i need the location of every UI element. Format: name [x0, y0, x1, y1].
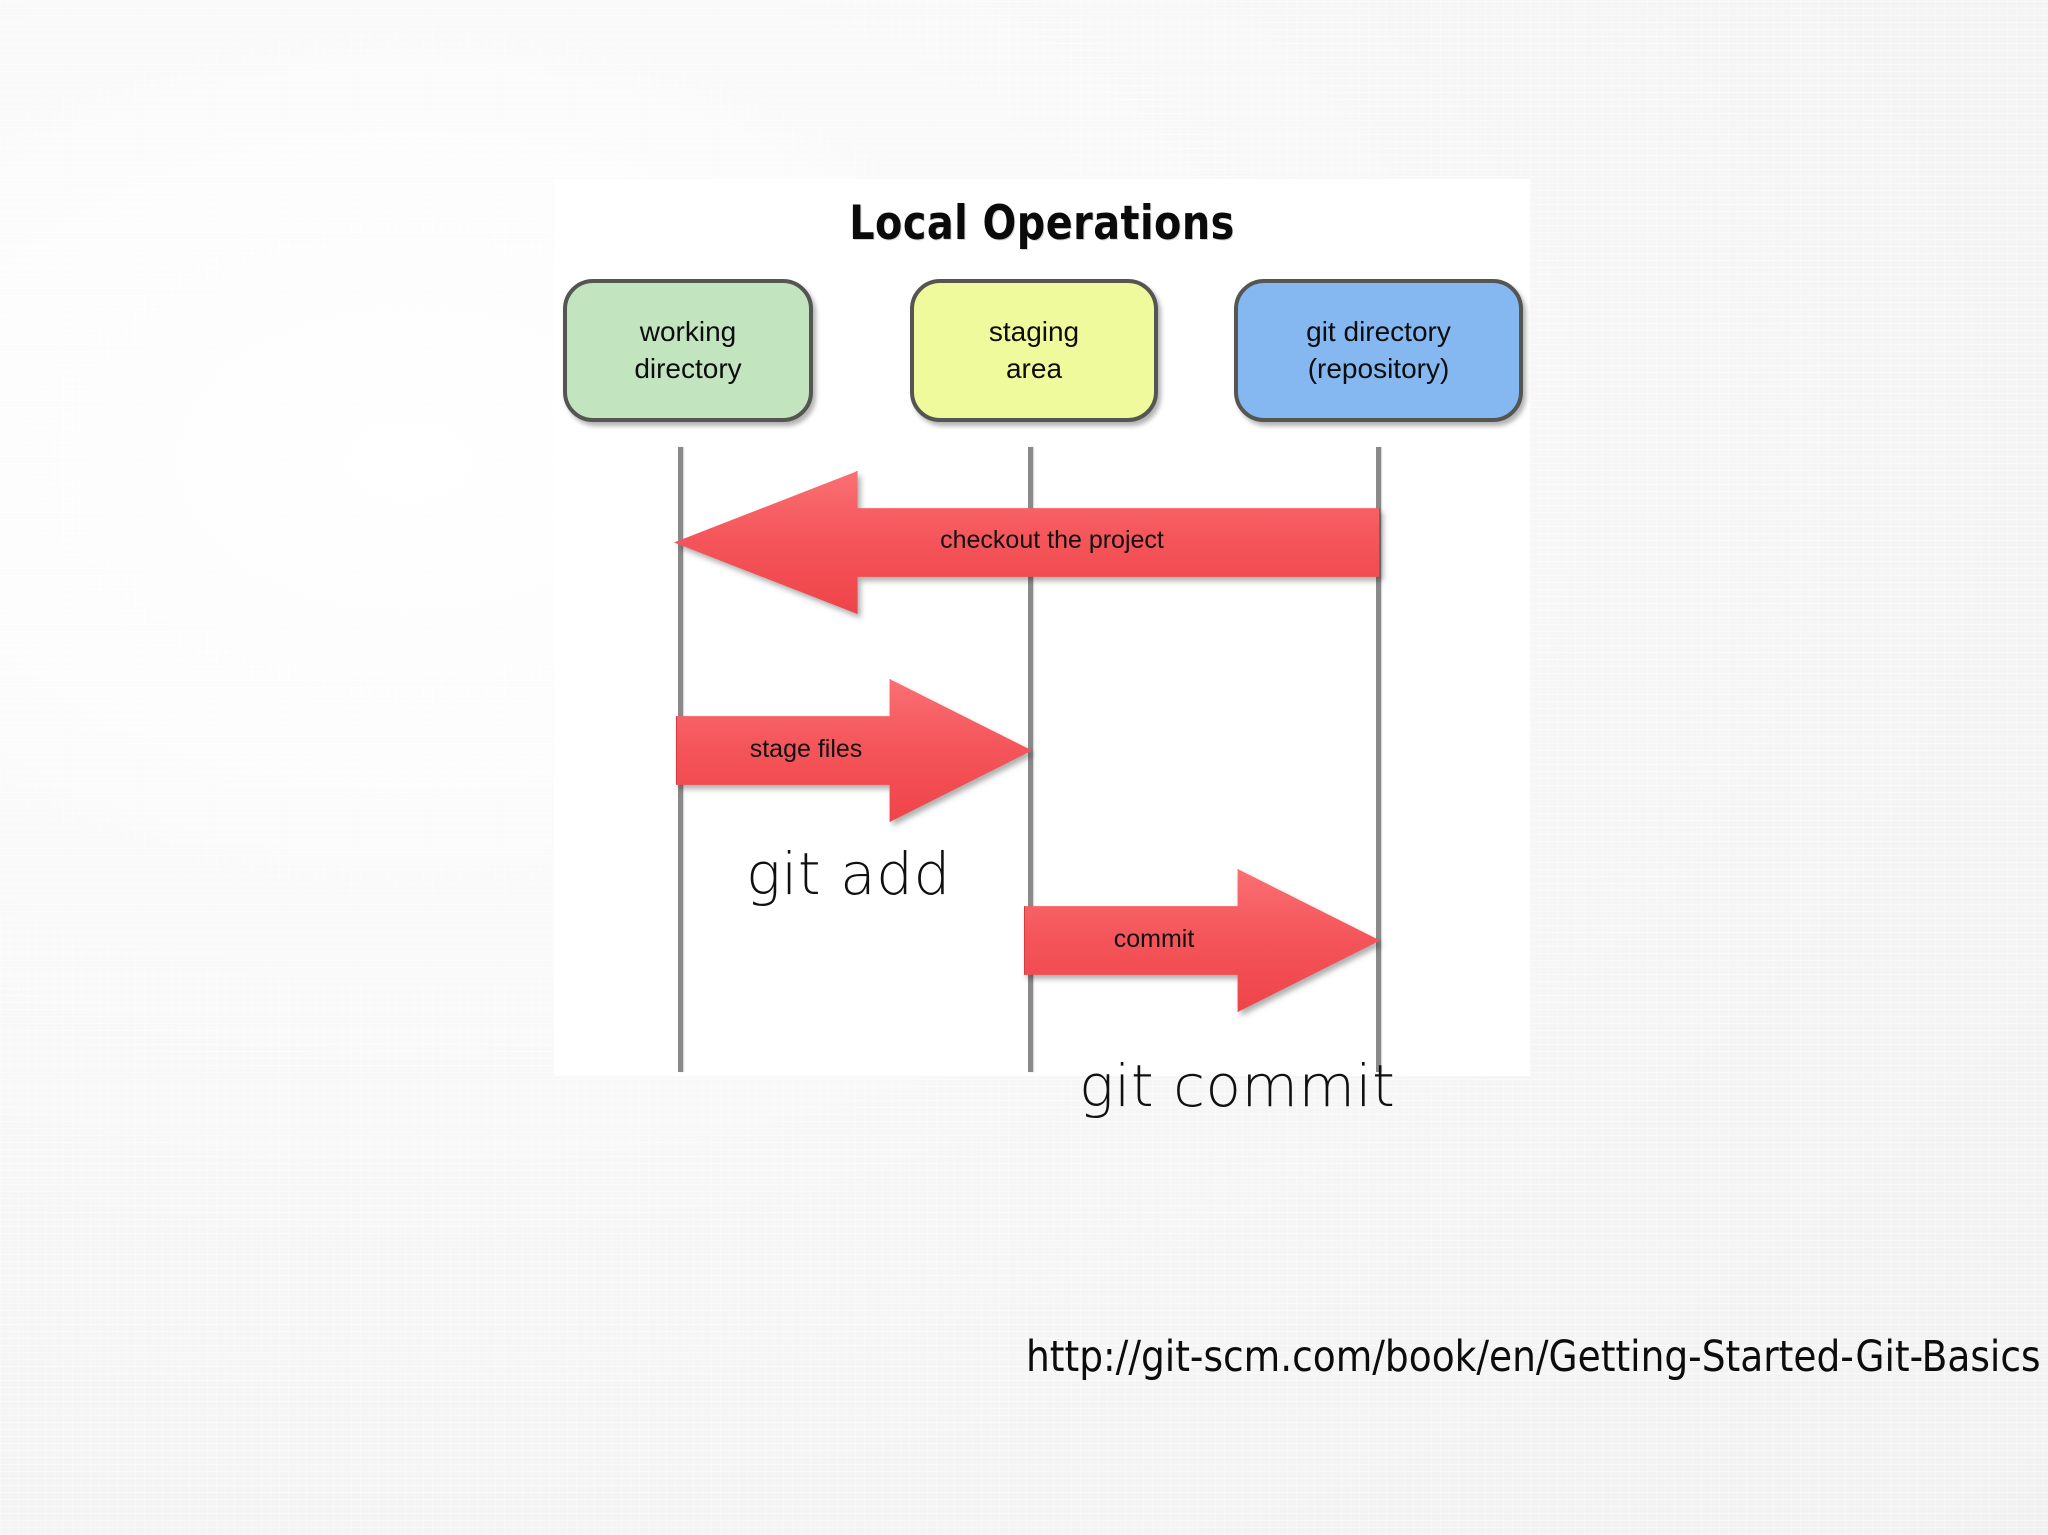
- box-staging-area: staging area: [910, 279, 1158, 422]
- box-working-directory-line1: working: [639, 315, 737, 347]
- lifeline-staging-area: [1028, 447, 1033, 1072]
- lifeline-git-directory: [1376, 447, 1381, 1072]
- caption-git-add: git add: [746, 840, 951, 908]
- box-git-directory-line2: (repository): [1307, 352, 1450, 384]
- box-working-directory-line2: directory: [634, 352, 742, 384]
- arrow-commit: commit: [1024, 869, 1380, 1012]
- box-git-directory: git directory (repository): [1234, 279, 1523, 422]
- right-arrow-icon: [1024, 869, 1380, 1012]
- arrow-stage-files: stage files: [676, 679, 1032, 822]
- right-arrow-icon: [676, 679, 1032, 822]
- diagram-title: Local Operations: [849, 196, 1235, 251]
- box-working-directory: working directory: [563, 279, 813, 422]
- arrow-checkout-the-project: checkout the project: [674, 471, 1380, 614]
- left-arrow-icon: [674, 471, 1380, 614]
- box-git-directory-line1: git directory: [1306, 315, 1451, 347]
- diagram-panel: Local Operations working directory stagi…: [554, 179, 1530, 1076]
- caption-git-commit: git commit: [1079, 1052, 1396, 1120]
- box-staging-area-line2: area: [1005, 352, 1063, 384]
- source-url-text: http://git-scm.com/book/en/Getting-Start…: [1026, 1332, 2041, 1382]
- box-staging-area-line1: staging: [988, 315, 1080, 347]
